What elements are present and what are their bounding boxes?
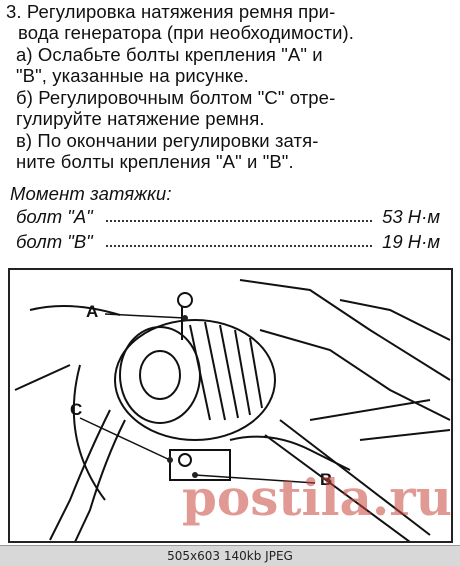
leader-dots [106,220,372,222]
label-bolt-a: A [86,302,99,321]
instruction-line: гулируйте натяжение ремня. [16,108,265,129]
instruction-line: а) Ослабьте болты крепления "А" и [16,44,323,65]
torque-value: 19 Н·м [382,231,440,252]
instruction-line: вода генератора (при необходимости). [18,22,355,43]
leader-dots [106,245,372,247]
instruction-line: "В", указанные на рисунке. [16,65,249,86]
alternator-drawing [14,279,451,541]
torque-heading: Момент затяжки: [10,183,172,204]
instruction-line: б) Регулировочным болтом "С" отре- [16,87,336,108]
torque-bolt-name: болт "А" [16,206,93,227]
label-bolt-b: B [320,470,333,489]
label-bolt-c: C [70,400,83,419]
torque-bolt-name: болт "В" [16,231,93,252]
instruction-line: 3. Регулировка натяжения ремня при- [6,1,336,22]
watermark: postila.ru [181,468,452,527]
torque-value: 53 Н·м [382,206,440,227]
instruction-line: ните болты крепления "А" и "В". [16,151,294,172]
alternator-illustration: A C B [8,268,453,543]
image-status-bar: 505x603 140kb JPEG [0,545,460,566]
instruction-line: в) По окончании регулировки затя- [16,130,319,151]
